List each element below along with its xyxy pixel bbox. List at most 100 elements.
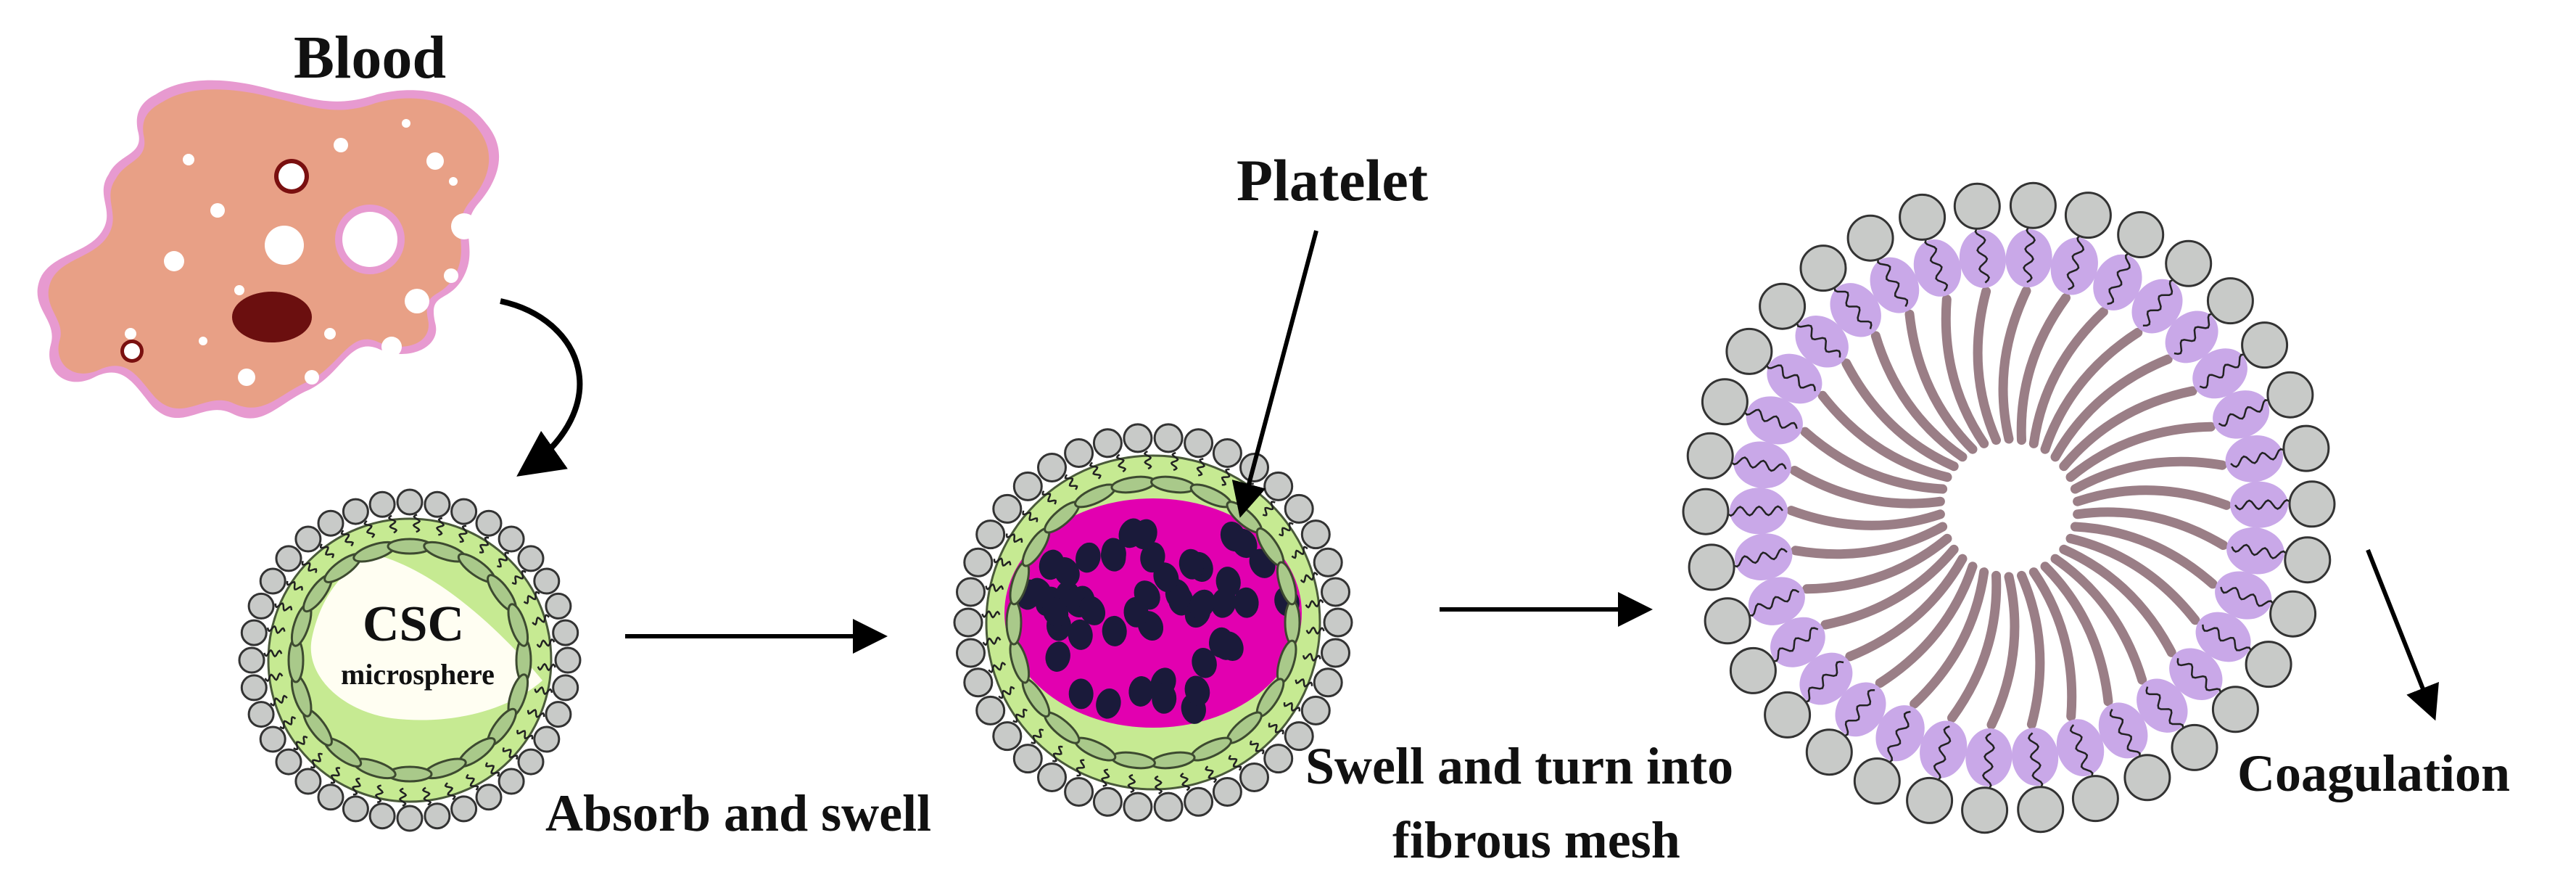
- tether-squiggle: [412, 514, 421, 533]
- tether-squiggle: [1154, 775, 1163, 794]
- platelet: [1234, 587, 1259, 618]
- tether-squiggle: [1089, 461, 1102, 480]
- mesh-squiggle: [2199, 353, 2248, 389]
- surface-bead: [238, 646, 265, 674]
- mesh-bead: [1953, 182, 2001, 230]
- swollen-shell-segments: [1005, 475, 1301, 770]
- mesh-squiggle: [1796, 319, 1841, 358]
- surface-bead: [533, 567, 561, 595]
- mesh-bead: [1961, 786, 2009, 834]
- lilac-bead: [1799, 652, 1853, 705]
- surface-bead: [240, 619, 268, 646]
- mesh-fiber: [1789, 466, 1945, 509]
- mesh-squiggle: [1841, 689, 1875, 737]
- lilac-bead: [2056, 719, 2105, 777]
- platelet: [1220, 522, 1246, 552]
- mesh-fiber: [1802, 533, 1952, 594]
- tether-squiggle: [532, 614, 550, 626]
- tether-squiggle: [1064, 474, 1078, 490]
- swollen-bead-ring: [953, 423, 1353, 822]
- tether-squiggle: [1283, 702, 1301, 712]
- mesh-bead: [1686, 432, 1734, 480]
- surface-bead: [1313, 547, 1343, 577]
- surface-bead: [1321, 577, 1350, 607]
- mesh-bead: [2071, 775, 2119, 823]
- shell-segment: [1276, 561, 1297, 606]
- mesh-bead: [2123, 754, 2171, 802]
- tether-squiggle: [981, 610, 1001, 619]
- lilac-bead: [1920, 720, 1968, 778]
- tether-squiggle: [1115, 453, 1127, 473]
- mesh-bead: [2288, 480, 2336, 528]
- platelet: [1211, 588, 1237, 618]
- tether-squiggle: [1262, 501, 1276, 517]
- tether-squiggle: [363, 520, 376, 538]
- platelet: [1042, 597, 1069, 627]
- tether-squiggle: [286, 580, 303, 591]
- shell-segment: [1005, 599, 1023, 646]
- mesh-squiggle: [1746, 588, 1800, 617]
- tether-squiggle: [1179, 772, 1191, 792]
- swollen-microsphere: [953, 423, 1353, 822]
- surface-bead: [1123, 423, 1153, 453]
- mesh-squiggle: [2231, 543, 2289, 559]
- lilac-bead: [2012, 728, 2059, 786]
- tether-squiggle: [527, 709, 545, 718]
- mesh-bead: [1846, 214, 1894, 262]
- mesh-fiber: [1875, 562, 1978, 688]
- surface-bead: [552, 674, 579, 702]
- blood-cell-nucleus: [232, 292, 312, 342]
- tether-squiggle: [1279, 522, 1294, 537]
- platelet: [1045, 641, 1070, 672]
- tether-squiggle: [502, 747, 519, 760]
- tether-squiggle: [1041, 490, 1057, 505]
- tether-squiggle: [1302, 652, 1321, 662]
- surface-bead: [1123, 792, 1153, 822]
- microsphere-shell-segments: [287, 538, 532, 783]
- mesh-squiggle: [1743, 408, 1798, 429]
- mesh-bead: [1906, 776, 1954, 824]
- mesh-squiggle: [2174, 313, 2216, 355]
- surface-bead: [424, 802, 451, 830]
- tether-squiggle: [985, 583, 1004, 593]
- lilac-bead: [1965, 728, 2012, 786]
- mesh-squiggle: [2023, 225, 2036, 284]
- mesh-fiber: [2050, 354, 2173, 462]
- surface-bead: [498, 768, 525, 795]
- tether-squiggle: [1250, 740, 1265, 755]
- platelet: [1101, 540, 1126, 572]
- mesh-fiber: [1791, 522, 1948, 559]
- tether-squiggle: [516, 729, 534, 740]
- tether-squiggle: [374, 784, 384, 804]
- mesh-fiber: [1870, 331, 1968, 462]
- mesh-bead: [2017, 786, 2065, 834]
- surface-bead: [1153, 423, 1184, 453]
- mesh-fiber: [2065, 422, 2216, 482]
- mesh-bead: [1701, 378, 1749, 426]
- lilac-bead: [2165, 311, 2218, 363]
- tether-squiggle: [998, 686, 1015, 699]
- mesh-bead: [2266, 371, 2314, 419]
- surface-bead: [1313, 667, 1343, 698]
- mesh-squiggle: [2069, 724, 2094, 780]
- mesh-squiggle: [2142, 279, 2177, 326]
- lilac-bead: [1830, 283, 1881, 337]
- mesh-fiber: [1904, 309, 1978, 454]
- mesh-fiber: [1910, 567, 1989, 709]
- tether-squiggle: [523, 591, 540, 604]
- surface-bead: [1300, 519, 1331, 550]
- mesh-squiggle: [1801, 660, 1844, 703]
- mesh-squiggle: [2027, 732, 2044, 790]
- lilac-bead: [1795, 316, 1849, 368]
- surface-bead: [953, 607, 983, 638]
- mesh-squiggles: [1725, 225, 2292, 791]
- tether-squiggle: [479, 536, 490, 554]
- swell-label-line-1: Swell and turn into: [1305, 737, 1734, 795]
- mesh-bead: [2206, 277, 2254, 325]
- surface-bead: [1300, 695, 1331, 725]
- curved-arrow: [500, 298, 583, 477]
- surface-bead: [1263, 471, 1294, 501]
- mesh-bead: [2269, 590, 2317, 638]
- lilac-bead: [1748, 577, 1805, 625]
